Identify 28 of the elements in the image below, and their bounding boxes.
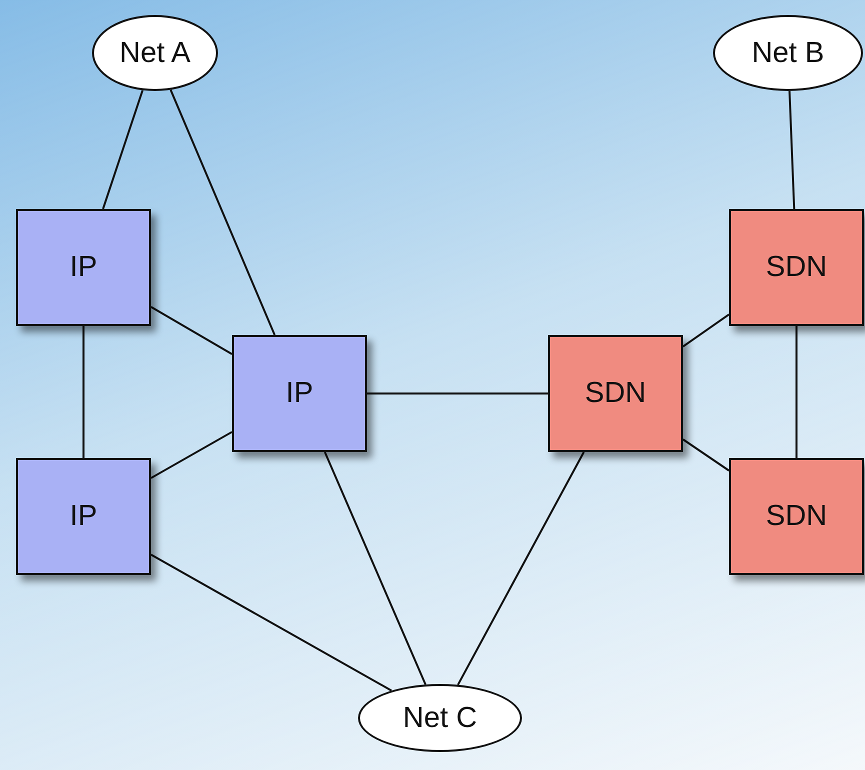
connector-line [457,452,585,686]
router-box [232,335,367,452]
router-box [729,209,864,326]
connector-line [150,431,232,479]
router-box [548,335,683,452]
connector-line [150,306,232,355]
node-label: IP [70,500,98,533]
connector-line [150,554,392,692]
connector-line [796,326,798,458]
connector-line [788,90,796,210]
node-label: SDN [766,251,828,284]
connector-line [682,314,730,348]
node-label: Net B [752,36,824,70]
router-box [729,458,864,575]
connector-line [324,452,426,685]
node-label: IP [70,251,98,284]
node-label: IP [286,377,314,410]
connector-line [102,90,144,210]
router-box [16,209,151,326]
node-label: Net A [120,36,190,70]
connector-line [82,326,84,458]
node-label: Net C [402,702,478,734]
connector-line [170,89,276,336]
node-label: SDN [584,377,646,410]
router-box [16,458,151,575]
node-label: SDN [766,500,828,533]
connector-line [367,392,548,394]
connector-line [682,438,730,472]
